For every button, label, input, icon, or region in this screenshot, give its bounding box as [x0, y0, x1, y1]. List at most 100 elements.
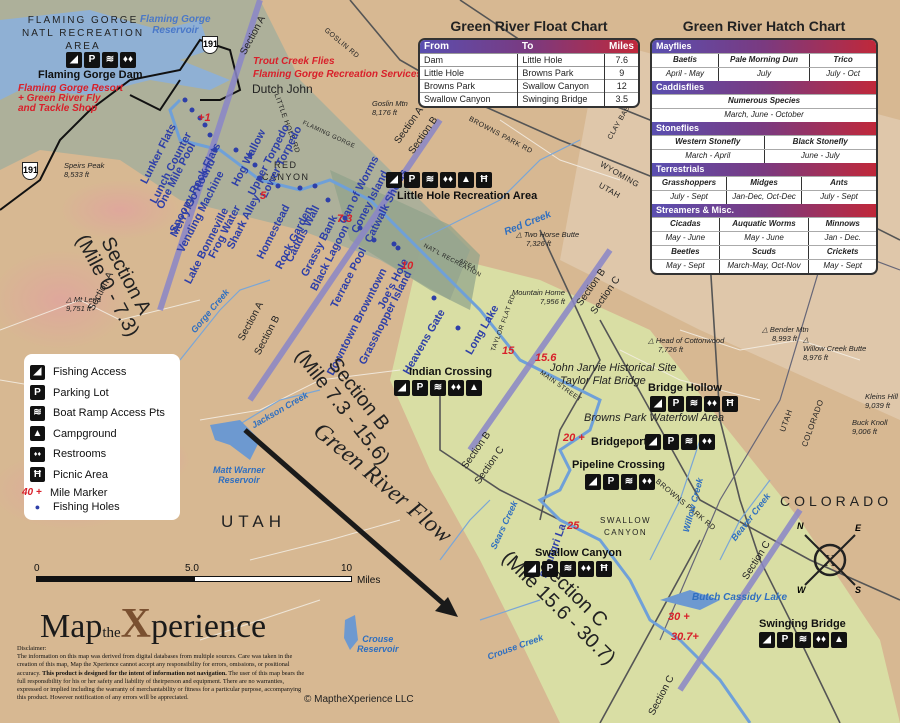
- picnic-icon: Ħ: [722, 396, 738, 412]
- hatch-chart-title: Green River Hatch Chart: [682, 18, 846, 34]
- mile-marker-10: 10: [401, 260, 414, 272]
- hatch-cat-streamers: Streamers & Misc.: [652, 204, 876, 217]
- legend-label: Picnic Area: [53, 468, 109, 481]
- mile-marker-30-7: 30.7+: [671, 631, 699, 643]
- hatch-dates: March - April: [685, 151, 731, 160]
- parking-icon: P: [84, 52, 100, 68]
- fishing-access-icon: ◢: [759, 632, 775, 648]
- parking-icon: P: [668, 396, 684, 412]
- hatch-name: Crickets: [808, 246, 876, 259]
- place-taylor-flat-bridge[interactable]: Taylor Flat Bridge: [560, 375, 646, 387]
- header-to: To: [521, 41, 534, 52]
- compass-w: W: [797, 585, 806, 595]
- hatch-name: Auquatic Worms: [718, 218, 809, 231]
- campground-icon: ▲: [466, 380, 482, 396]
- hatch-name: Minnows: [808, 218, 876, 231]
- picnic-icon: Ħ: [476, 172, 492, 188]
- disclaimer-tail: The user of this map bears the full resp…: [17, 669, 305, 702]
- legend-label: Fishing Access: [53, 366, 127, 379]
- float-chart: Green River Float Chart From To Miles Da…: [418, 18, 640, 108]
- place-bridge-hollow[interactable]: Bridge Hollow: [648, 382, 722, 394]
- boat-ramp-icon: ≋: [621, 474, 637, 490]
- place-waterfowl-area[interactable]: Browns Park Waterfowl Area: [584, 412, 724, 424]
- cell-to: Little Hole: [517, 53, 605, 67]
- boat-ramp-icon: ≋: [430, 380, 446, 396]
- hatch-name: Cicadas: [669, 219, 701, 228]
- legend-fishing-holes: ●Fishing Holes: [30, 500, 174, 513]
- dam-amenities: ◢ P ≋ ♦♦: [66, 52, 136, 68]
- mile-marker-25: 25: [567, 520, 580, 532]
- place-trout-creek-flies[interactable]: Trout Creek Flies: [253, 56, 335, 67]
- fishing-access-icon: ◢: [30, 364, 45, 380]
- boat-ramp-icon: ≋: [102, 52, 118, 68]
- hatch-dates: June - July: [763, 150, 877, 163]
- place-dutch-john[interactable]: Dutch John: [252, 82, 313, 96]
- legend-fishing-access: ◢ Fishing Access: [30, 362, 174, 383]
- legend-label: Campground: [53, 427, 117, 440]
- place-indian-crossing[interactable]: Indian Crossing: [409, 366, 493, 378]
- place-little-hole[interactable]: Little Hole Recreation Area: [397, 190, 538, 202]
- logo-text: perience: [151, 608, 267, 645]
- scale-tick-10: 10: [341, 563, 353, 574]
- logo-text: Map: [40, 608, 103, 645]
- hatch-dates: July - Sept: [801, 191, 876, 204]
- state-colorado: COLORADO: [780, 493, 893, 509]
- parking-icon: P: [542, 561, 558, 577]
- float-chart-header: From To Miles: [420, 40, 638, 54]
- highway-191-shield: 191: [202, 36, 218, 54]
- hatch-name: Baetis: [672, 55, 697, 64]
- hatch-cat-caddisflies: Caddisflies: [652, 81, 876, 94]
- scale-tick-0: 0: [34, 563, 40, 574]
- hatch-dates: May - Sept: [665, 261, 705, 270]
- restrooms-icon: ♦♦: [30, 446, 45, 462]
- place-swallow-canyon[interactable]: Swallow Canyon: [535, 547, 622, 559]
- hatch-cat-stoneflies: Stoneflies: [652, 122, 876, 135]
- bridgeport-amenities: ◢ P ≋ ♦♦: [645, 434, 715, 450]
- hatch-name: Beetles: [671, 247, 700, 256]
- compass-rose: X N E S W: [795, 521, 865, 595]
- place-fg-rec-services[interactable]: Flaming Gorge Recreation Services: [253, 69, 422, 80]
- place-pipeline-crossing[interactable]: Pipeline Crossing: [572, 459, 665, 471]
- little-hole-amenities: ◢ P ≋ ♦♦ ▲ Ħ: [386, 172, 492, 188]
- cell-to: Browns Park: [517, 66, 605, 80]
- disclaimer-title: Disclaimer:: [17, 645, 47, 652]
- hatch-dates: May - June: [718, 232, 809, 245]
- fishing-access-icon: ◢: [585, 474, 601, 490]
- place-bridgeport[interactable]: Bridgeport: [591, 436, 648, 448]
- hatch-dates: July: [717, 68, 809, 81]
- hatch-dates: Jan-Dec, Oct-Dec: [726, 191, 801, 204]
- boat-ramp-icon: ≋: [795, 632, 811, 648]
- pipeline-amenities: ◢ P ≋ ♦♦: [585, 474, 655, 490]
- place-swinging-bridge[interactable]: Swinging Bridge: [759, 618, 846, 630]
- place-john-jarvie[interactable]: John Jarvie Historical Site: [550, 362, 677, 374]
- place-flaming-gorge-dam[interactable]: Flaming Gorge Dam: [38, 69, 143, 81]
- compass-s: S: [855, 585, 862, 595]
- cell-miles: 7.6: [604, 53, 638, 67]
- picnic-icon: Ħ: [30, 467, 45, 483]
- indian-crossing-amenities: ◢ P ≋ ♦♦ ▲: [394, 380, 482, 396]
- boat-ramp-icon: ≋: [686, 396, 702, 412]
- cell-to: Swallow Canyon: [517, 79, 605, 93]
- fishing-access-icon: ◢: [645, 434, 661, 450]
- restrooms-icon: ♦♦: [699, 434, 715, 450]
- campground-icon: ▲: [30, 426, 45, 442]
- header-miles: Miles: [608, 41, 634, 52]
- highway-191-shield-2: 191: [22, 162, 38, 180]
- water-butch-cassidy-lake: Butch Cassidy Lake: [692, 592, 788, 603]
- legend-mile-marker: 40 +Mile Marker: [22, 485, 174, 500]
